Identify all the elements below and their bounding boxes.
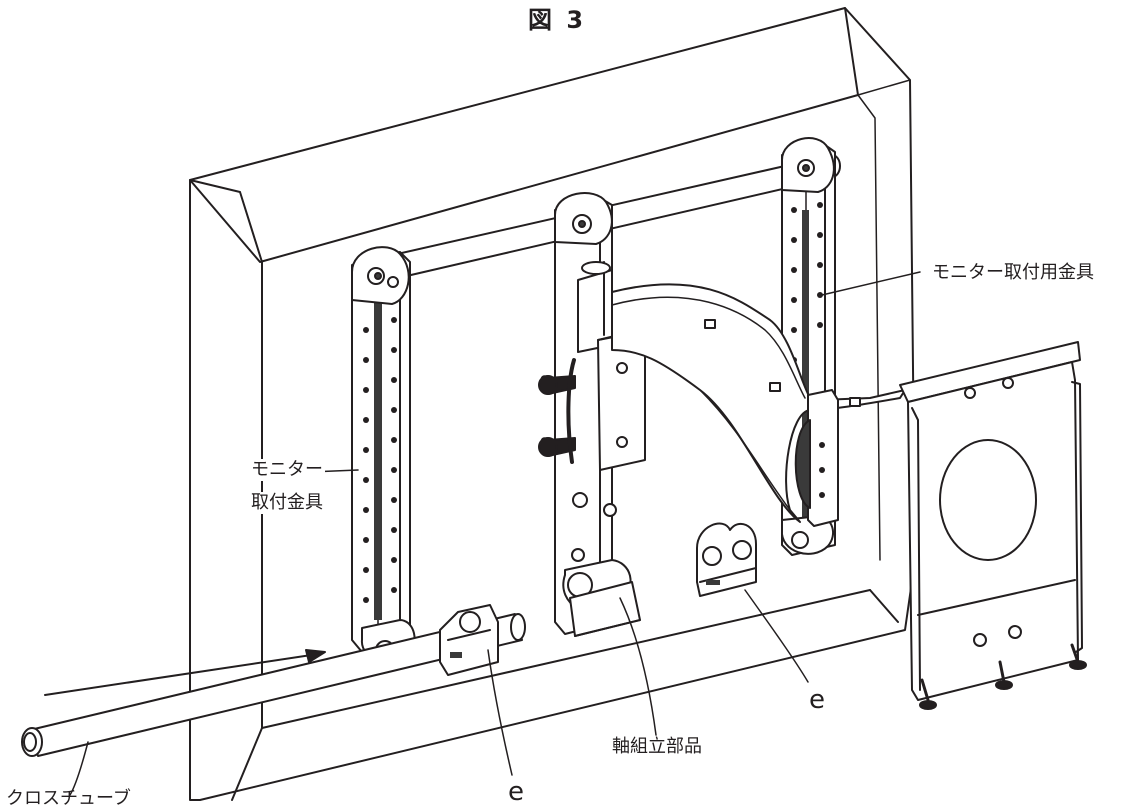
- part-e-left: [439, 604, 499, 676]
- label-part-e-right: e: [809, 685, 825, 715]
- leader-shaft-assembly: [619, 597, 657, 736]
- leader-part-e-right: [744, 589, 809, 683]
- adapter-plate: [899, 341, 1087, 710]
- leader-part-e-left: [487, 649, 513, 776]
- left-monitor-bracket: [351, 246, 416, 664]
- swing-arm: [611, 283, 906, 523]
- insertion-arrow: [44, 649, 326, 696]
- label-monitor-bracket-line2: 取付金具: [249, 492, 325, 514]
- lower-cross-tube: [21, 613, 526, 757]
- part-e-right: [696, 522, 757, 597]
- label-cross-tube: クロスチューブ: [6, 788, 131, 809]
- leader-monitor-mount-bracket: [821, 271, 921, 296]
- shaft-assembly-drawing: [538, 192, 646, 637]
- arm-hinge: [794, 389, 839, 527]
- label-monitor-mount-bracket: モニター取付用金具: [930, 262, 1096, 284]
- label-part-e-left: e: [508, 777, 524, 807]
- leader-cross-tube: [69, 741, 89, 796]
- leader-lines: [69, 271, 921, 796]
- label-monitor-bracket-line1: モニター: [249, 459, 325, 481]
- figure-title: 図 3: [528, 6, 587, 34]
- label-shaft-assembly: 軸組立部品: [612, 736, 702, 757]
